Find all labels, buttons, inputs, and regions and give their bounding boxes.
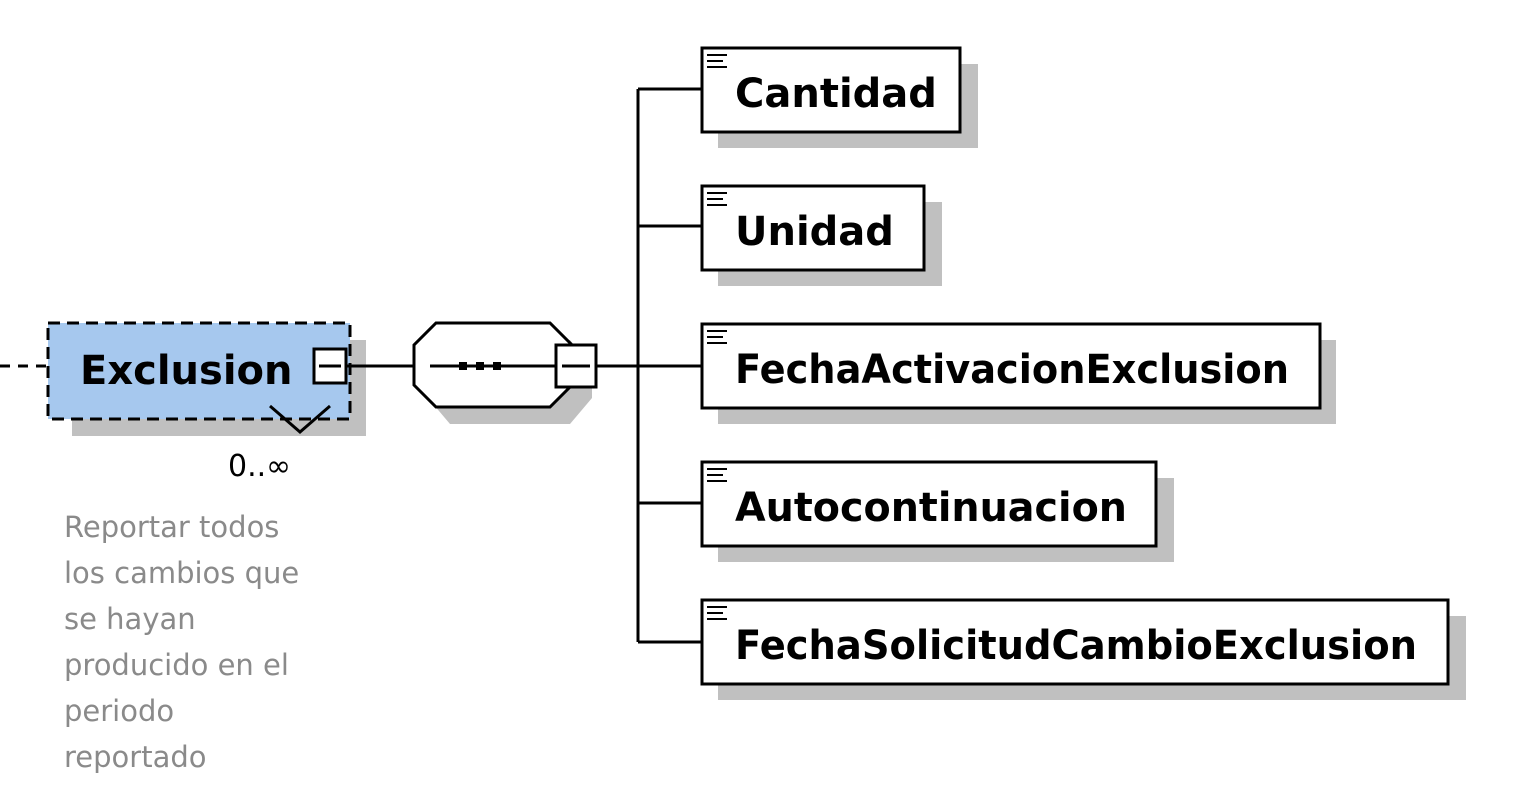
documentation-line: se hayan [64,602,196,636]
child-element-unidad[interactable]: Unidad [700,184,942,286]
text-lines-icon [707,606,727,620]
compositor-collapse-toggle-icon[interactable] [554,343,598,389]
child-name: FechaSolicitudCambioExclusion [735,623,1417,669]
documentation-line: los cambios que [64,556,300,590]
element-name: Exclusion [80,348,293,394]
child-element-autocontinuacion[interactable]: Autocontinuacion [700,460,1174,562]
occurrence-label: 0..∞ [228,449,291,484]
documentation-line: periodo [64,694,175,728]
documentation-line: reportado [64,740,207,774]
child-element-cantidad[interactable]: Cantidad [700,46,978,148]
element-documentation: Reportar todos los cambios que se hayan … [64,504,364,780]
documentation-line: Reportar todos [64,510,280,544]
text-lines-icon [707,468,727,482]
child-box [700,322,1322,410]
child-name: Cantidad [735,71,937,117]
text-lines-icon [707,330,727,344]
documentation-line: producido en el [64,648,289,682]
child-box [700,184,926,272]
children-connectors [596,87,702,644]
occurrence-chevron-icon [269,404,331,434]
child-element-fechasolicitudcambioexclusion[interactable]: FechaSolicitudCambioExclusion [700,598,1466,700]
sequence-compositor[interactable] [412,321,598,424]
child-element-fechaactivacionexclusion[interactable]: FechaActivacionExclusion [700,322,1336,424]
sequence-icon [430,362,556,370]
element-box [46,321,352,421]
text-lines-icon [707,54,727,68]
child-name: FechaActivacionExclusion [735,347,1289,393]
child-name: Autocontinuacion [735,485,1127,531]
child-box [700,46,962,134]
child-box [700,598,1450,686]
element-exclusion[interactable]: Exclusion [46,321,366,436]
text-lines-icon [707,192,727,206]
collapse-toggle-icon[interactable] [312,347,348,385]
child-name: Unidad [735,209,894,255]
child-box [700,460,1158,548]
